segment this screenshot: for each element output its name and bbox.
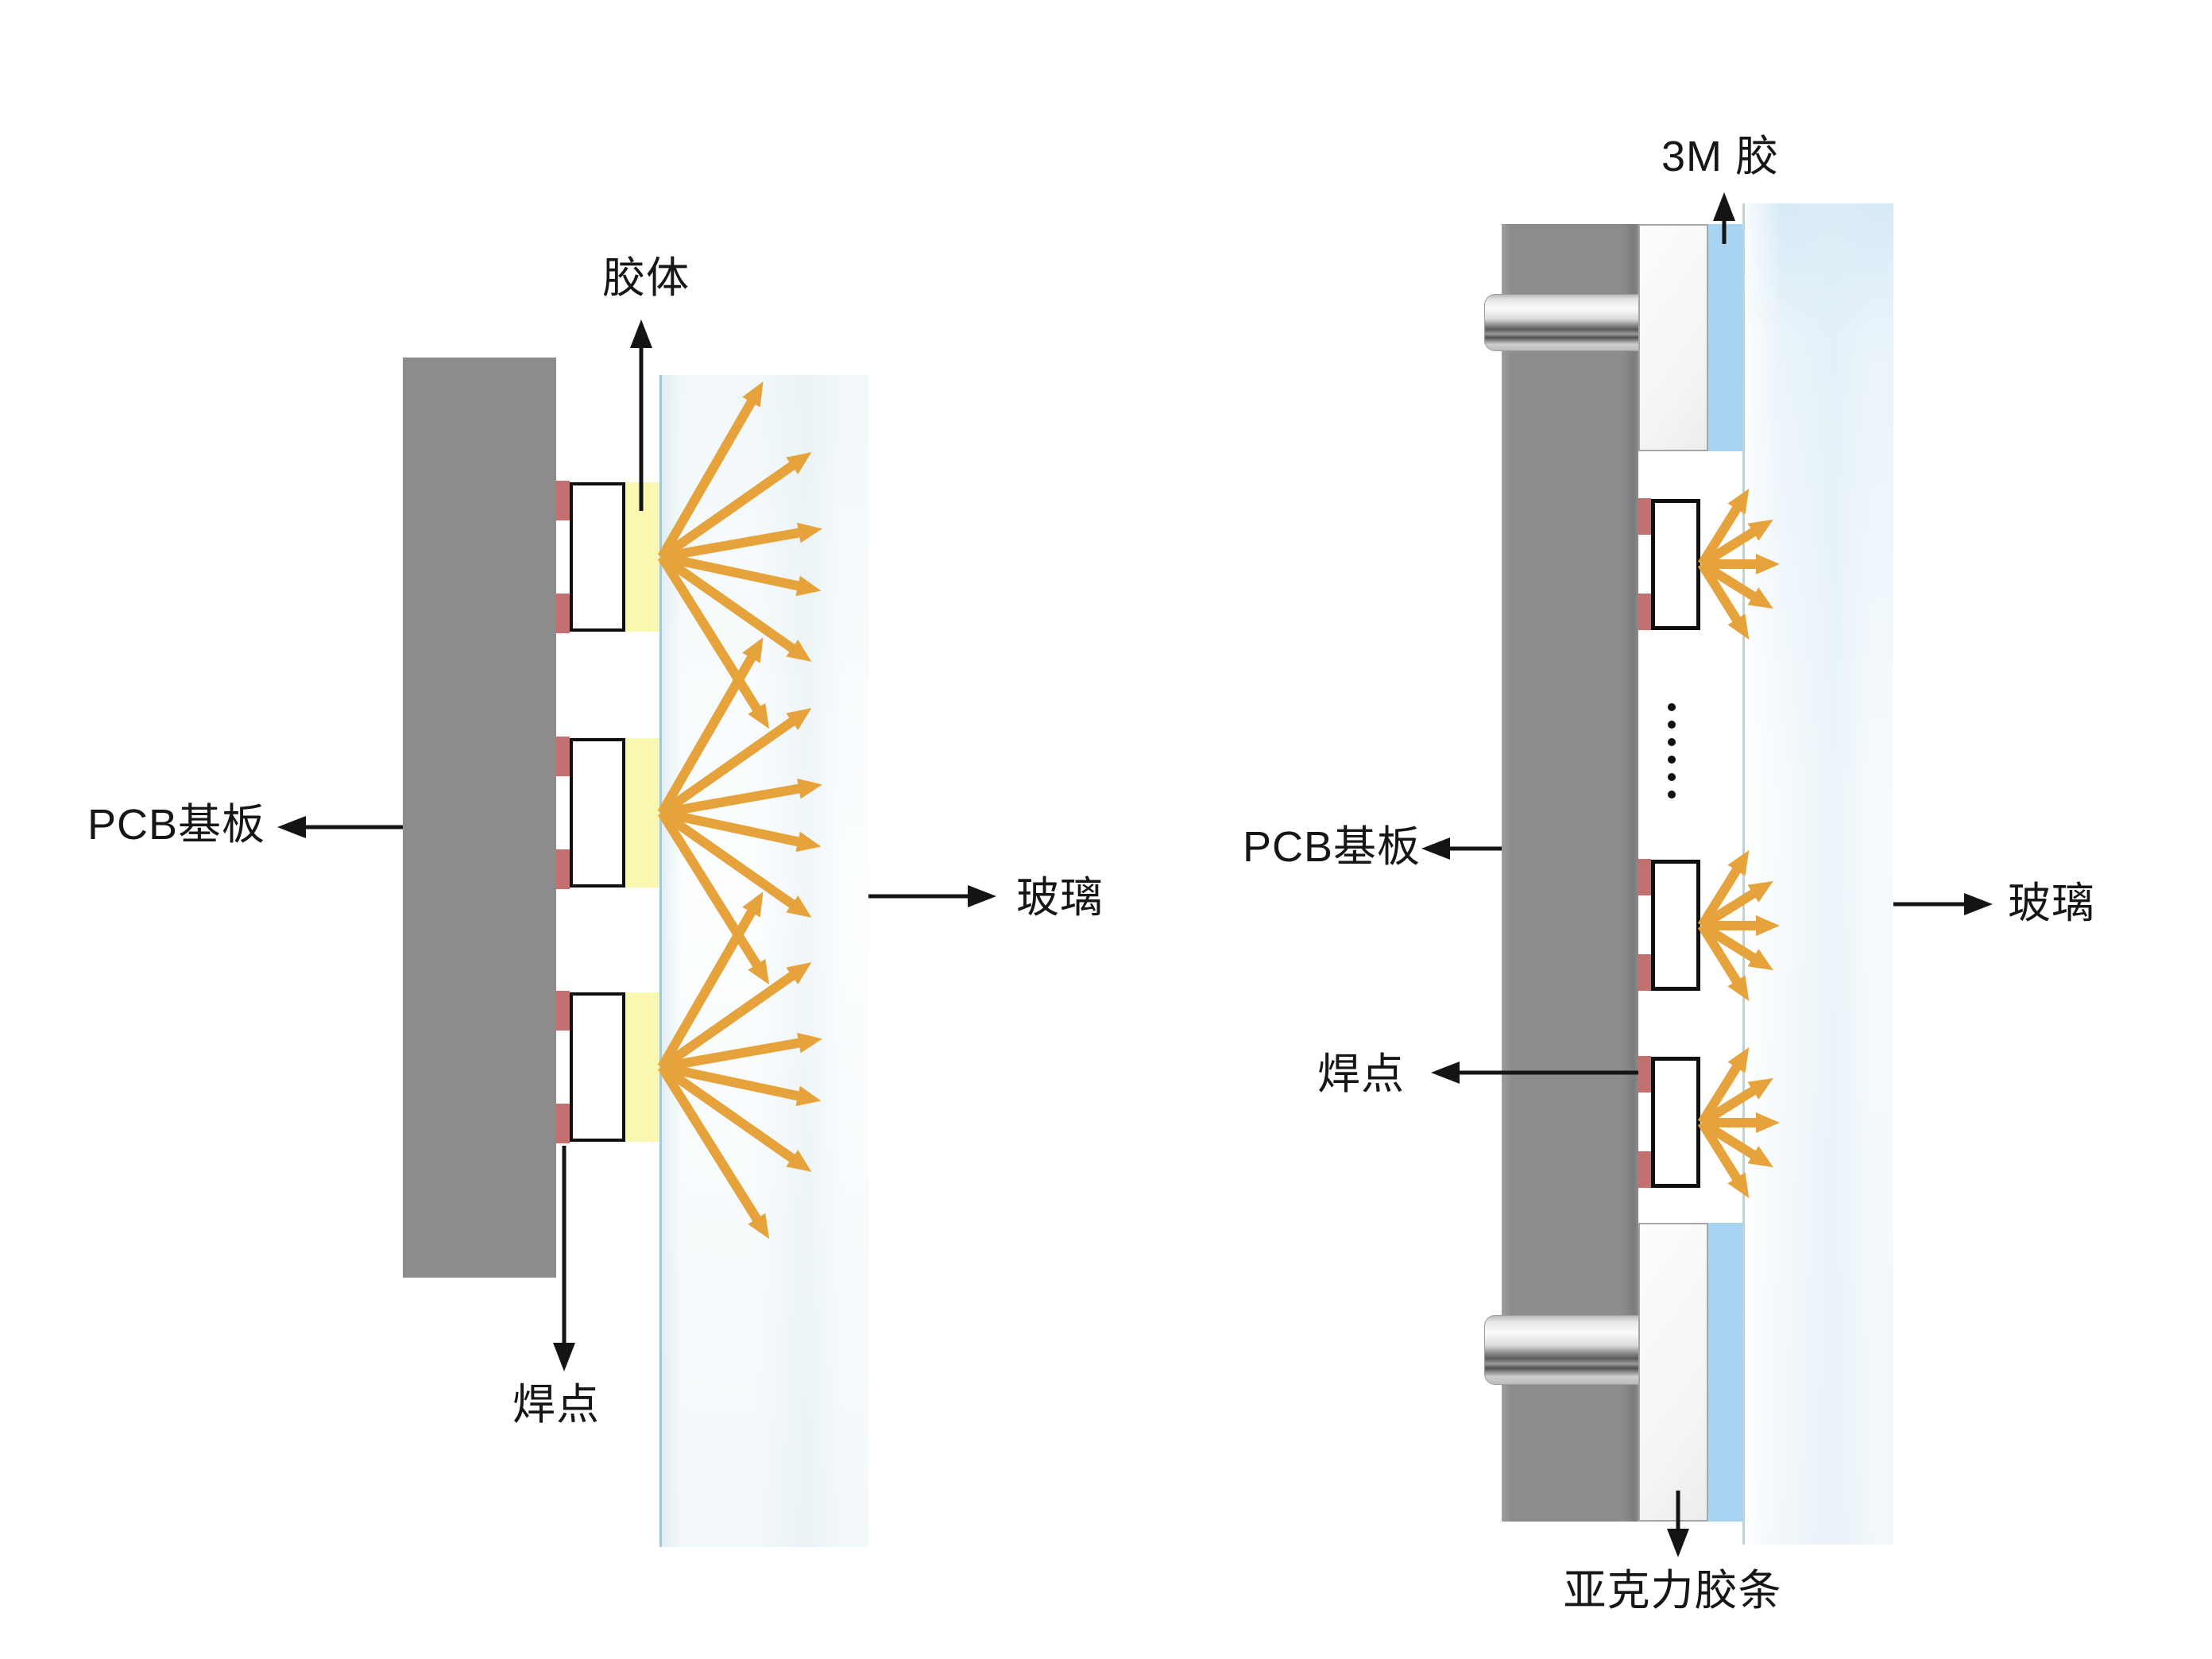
left-solder-arrow: [553, 1146, 575, 1371]
right-glass-arrow: [1893, 893, 1993, 915]
right-led-solder-pad-top-2: [1638, 1056, 1651, 1092]
left-light-ray-1-3: [660, 808, 822, 853]
left-light-ray-2-2: [660, 1032, 822, 1072]
right-light-ray-0-2: [1702, 554, 1780, 574]
right-led-solder-pad-top-1: [1638, 859, 1651, 895]
right-led-solder-pad-bottom-0: [1638, 594, 1651, 630]
right-light-ray-1-1: [1699, 880, 1773, 930]
left-glue-label: 胶体: [602, 254, 690, 302]
right-led-body-0: [1651, 499, 1700, 630]
left-pcb-arrow: [277, 816, 403, 838]
right-led-solder-pad-top-0: [1638, 498, 1651, 535]
right-pcb-label: PCB基板: [1242, 823, 1421, 871]
left-light-ray-2-5: [657, 1064, 770, 1239]
left-led-solder-pad-top-2: [556, 991, 570, 1031]
right-pcb-arrow: [1421, 837, 1502, 860]
right-light-ray-0-0: [1697, 489, 1750, 567]
right-light-ray-1-2: [1702, 915, 1780, 936]
right-acrylic-arrow: [1667, 1491, 1689, 1557]
left-led-solder-pad-top-1: [556, 737, 570, 776]
right-light-ray-1-4: [1697, 922, 1750, 1001]
left-glass-arrow: [868, 885, 996, 907]
left-light-ray-0-2: [660, 522, 822, 562]
left-light-ray-0-1: [659, 452, 812, 561]
left-led-solder-pad-top-0: [556, 481, 570, 520]
right-light-ray-0-1: [1699, 519, 1773, 569]
right-top-3m-tape-strip: [1708, 224, 1742, 451]
left-led-body-2: [570, 992, 625, 1142]
left-solder-label: 焊点: [512, 1381, 600, 1429]
right-light-ray-2-2: [1702, 1112, 1780, 1133]
ellipsis-dot-2: [1668, 738, 1676, 746]
right-light-ray-2-1: [1699, 1077, 1773, 1127]
right-top-acrylic-spacer: [1638, 224, 1708, 451]
left-glue-arrow: [630, 319, 652, 511]
left-light-ray-1-5: [657, 810, 770, 985]
ellipsis-dot-0: [1668, 703, 1676, 711]
left-light-ray-2-1: [659, 962, 812, 1071]
left-light-ray-0-4: [659, 553, 812, 662]
left-glass-label: 玻璃: [1016, 874, 1104, 922]
right-tape-label: 3M 胶: [1661, 133, 1780, 180]
left-light-ray-1-1: [659, 708, 812, 817]
right-light-ray-1-0: [1697, 850, 1750, 929]
left-led-glue-2: [625, 992, 659, 1142]
ellipsis-dot-4: [1668, 773, 1676, 781]
right-light-ray-2-0: [1697, 1047, 1750, 1126]
left-led-solder-pad-bottom-1: [556, 849, 570, 889]
left-led-glue-1: [625, 738, 659, 888]
right-acrylic-label: 亚克力胶条: [1563, 1567, 1782, 1615]
left-led-solder-pad-bottom-2: [556, 1104, 570, 1143]
left-led-solder-pad-bottom-0: [556, 594, 570, 633]
right-tape-arrow: [1713, 192, 1735, 244]
left-light-ray-0-3: [660, 552, 822, 597]
left-light-ray-2-4: [659, 1063, 812, 1172]
left-pcb-label: PCB基板: [87, 801, 266, 849]
left-light-ray-1-0: [657, 637, 764, 815]
right-top-standoff-clip: [1484, 294, 1640, 351]
right-bottom-standoff-clip: [1484, 1315, 1640, 1385]
left-light-ray-1-4: [659, 809, 812, 918]
right-led-body-2: [1651, 1057, 1700, 1188]
right-glass-label: 玻璃: [2008, 880, 2095, 927]
ellipsis-dot-5: [1668, 791, 1676, 799]
left-pcb-substrate: [403, 358, 556, 1278]
left-light-ray-0-0: [657, 381, 764, 559]
ellipsis-dot-3: [1668, 756, 1676, 764]
right-bottom-acrylic-spacer: [1638, 1223, 1708, 1522]
right-led-solder-pad-bottom-1: [1638, 954, 1651, 991]
ellipsis-dot-1: [1668, 721, 1676, 729]
left-light-ray-2-0: [657, 891, 764, 1069]
right-led-body-1: [1651, 860, 1700, 991]
right-solder-arrow: [1431, 1062, 1638, 1084]
right-pcb-substrate: [1502, 224, 1638, 1522]
right-light-ray-2-4: [1697, 1120, 1750, 1198]
left-light-ray-1-2: [660, 778, 822, 818]
right-solder-label: 焊点: [1317, 1050, 1405, 1098]
left-light-ray-2-3: [660, 1062, 822, 1107]
right-bottom-3m-tape-strip: [1708, 1223, 1742, 1522]
left-led-body-0: [570, 482, 625, 632]
right-glass-panel: [1742, 203, 1893, 1545]
right-light-ray-0-4: [1697, 561, 1750, 640]
left-led-body-1: [570, 738, 625, 888]
right-led-solder-pad-bottom-2: [1638, 1151, 1651, 1188]
left-light-ray-0-5: [657, 554, 770, 729]
